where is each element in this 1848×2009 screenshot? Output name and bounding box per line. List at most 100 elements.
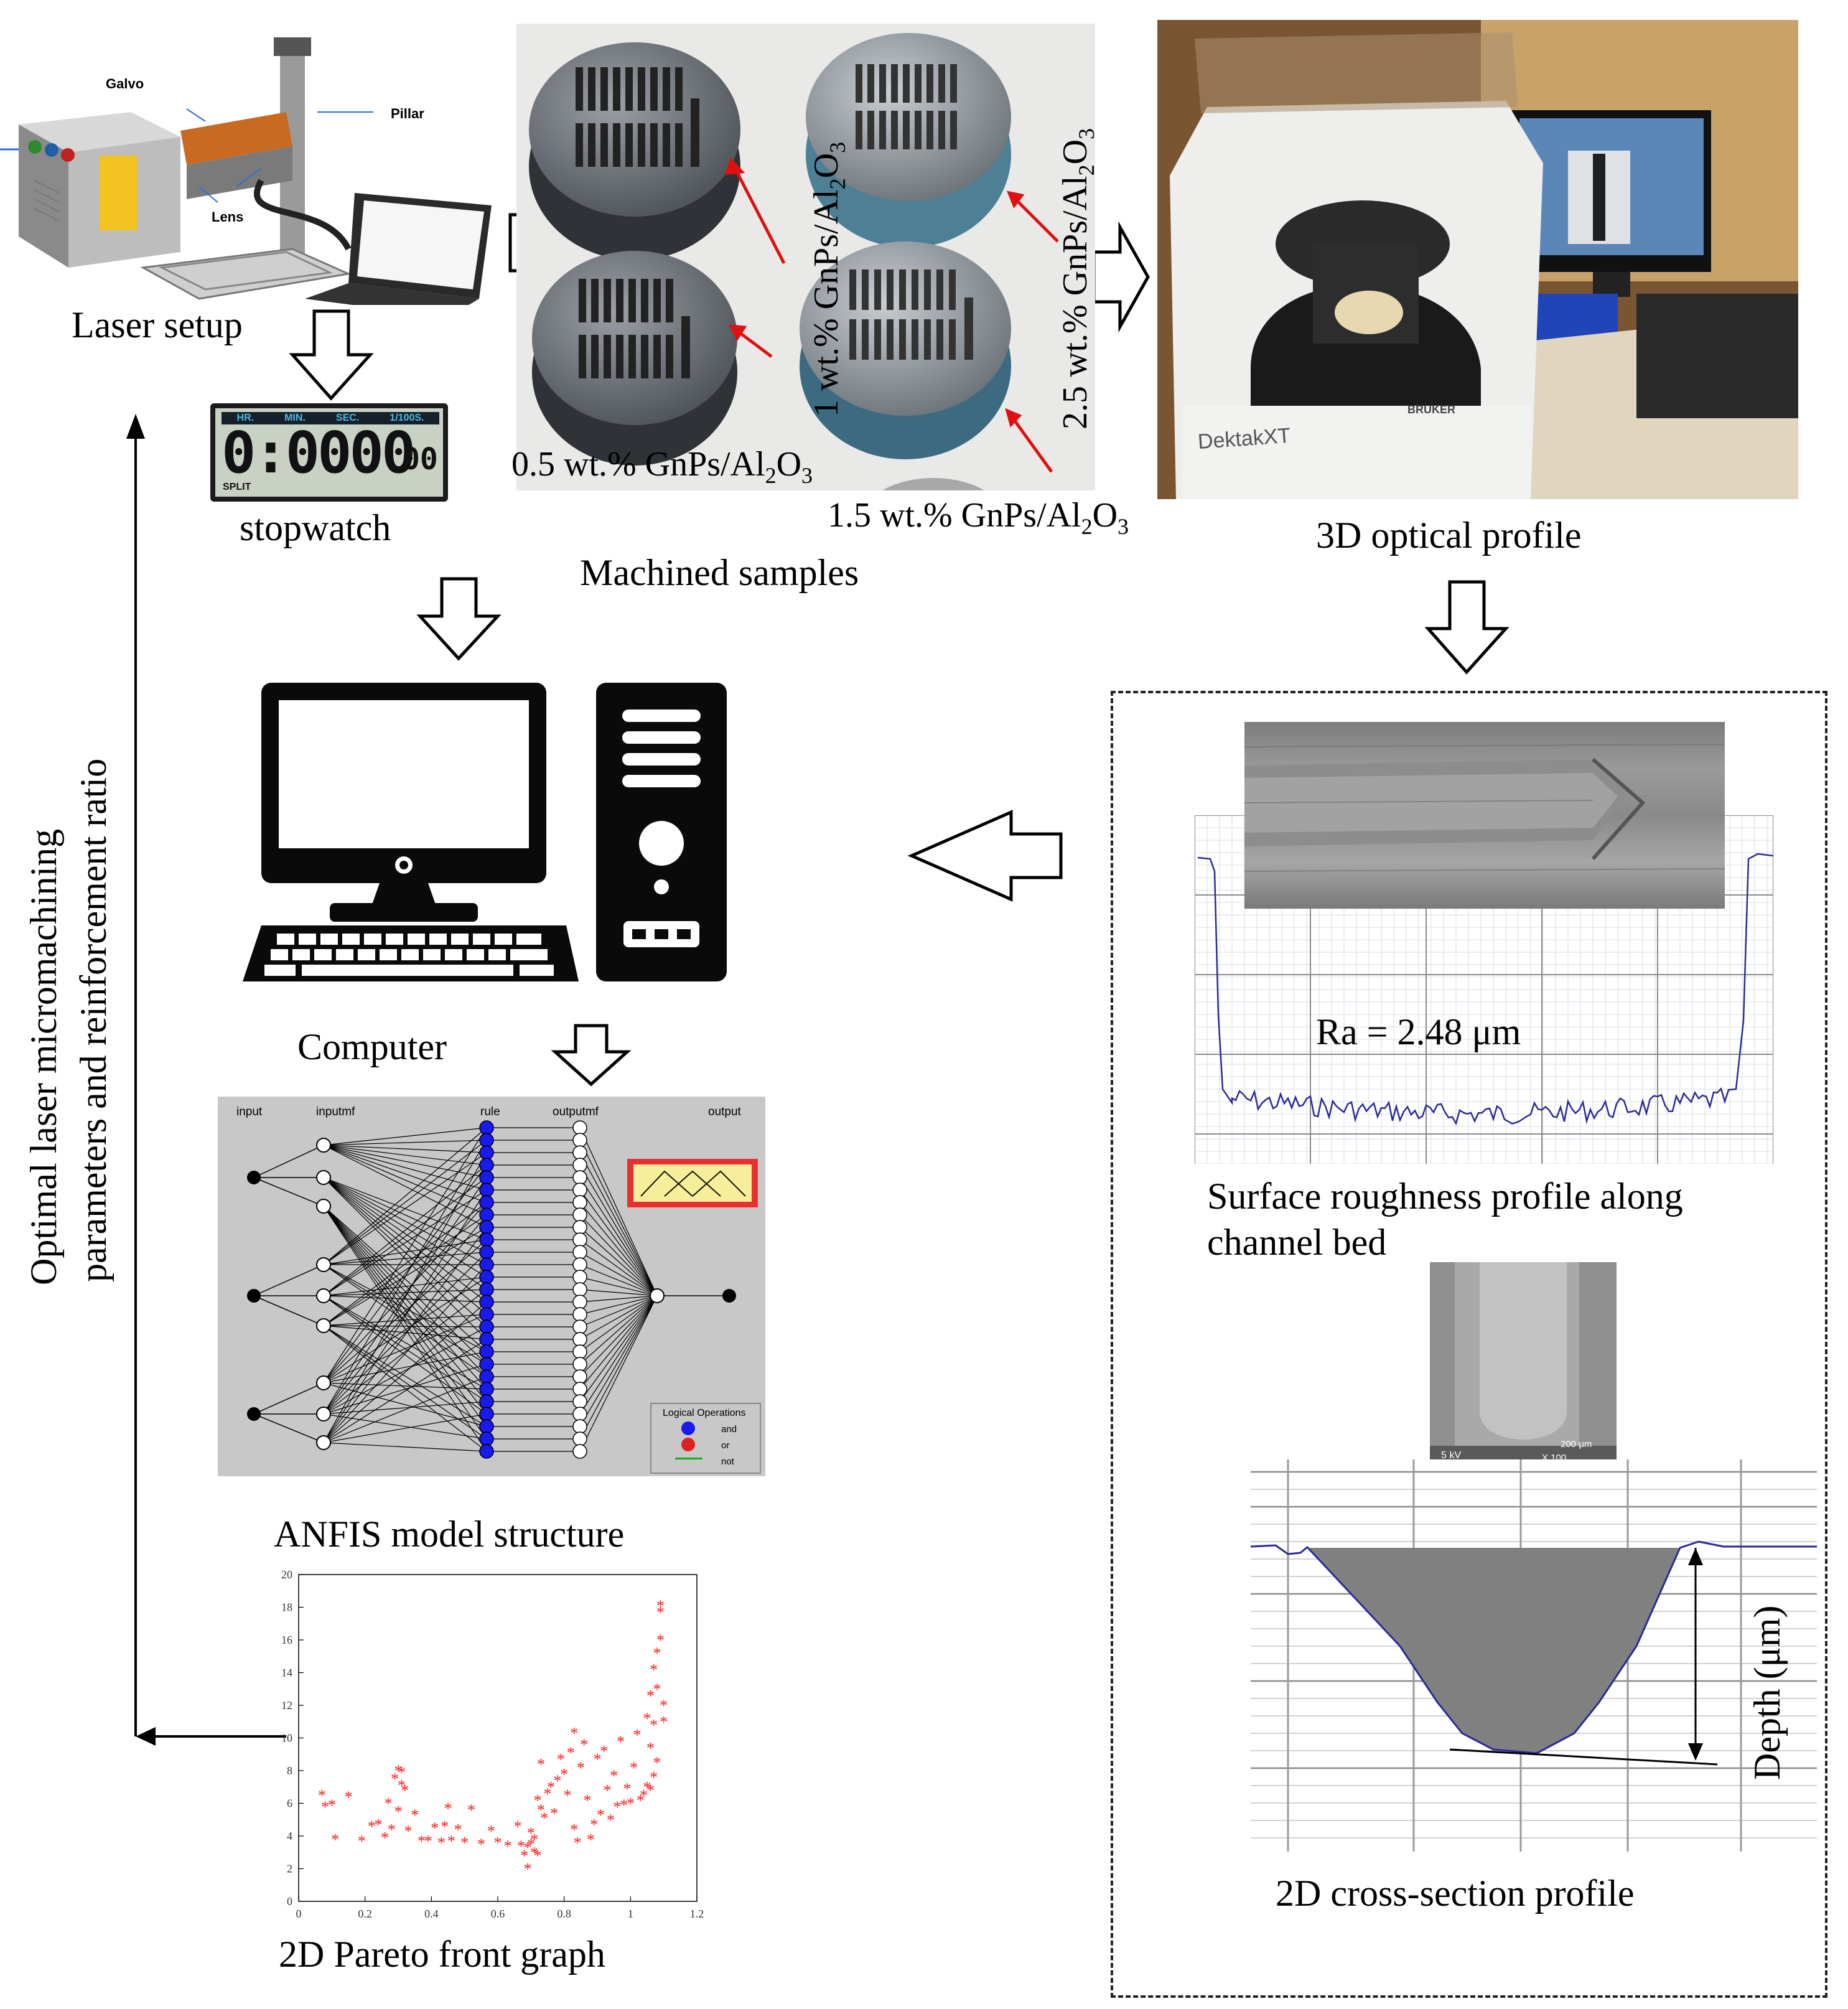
- pareto-point: *: [368, 1817, 376, 1835]
- pareto-point: *: [441, 1817, 449, 1835]
- pareto-point: *: [650, 1716, 658, 1735]
- optical-profile-caption: 3D optical profile: [1316, 515, 1582, 556]
- machined-samples-caption: Machined samples: [580, 552, 859, 593]
- pareto-point: *: [600, 1743, 608, 1761]
- anfis-inputmf-label: inputmf: [316, 1105, 355, 1118]
- pareto-point: *: [527, 1835, 535, 1853]
- pareto-point: *: [650, 1769, 658, 1787]
- pareto-point: *: [656, 1631, 665, 1649]
- arrow-head-up: [126, 414, 145, 439]
- anfis-rule-node: [479, 1195, 494, 1210]
- sample-label-1wt-o: O: [807, 152, 846, 179]
- depth-arrow-bottom: [1688, 1743, 1703, 1761]
- legend-and: and: [721, 1424, 737, 1435]
- laser-setup-caption: Laser setup: [72, 304, 243, 345]
- side-label-line2: parameters and reinforcement ratio: [73, 758, 114, 1282]
- pareto-point: *: [487, 1822, 495, 1840]
- sample-label-1wt-sub2: 2: [825, 178, 851, 190]
- computer-caption: Computer: [297, 1026, 447, 1067]
- pareto-point: *: [554, 1772, 562, 1790]
- anfis-input-node: [247, 1407, 261, 1421]
- sample-label-15wt-sub3: 3: [1118, 514, 1129, 540]
- pareto-point: *: [331, 1830, 339, 1848]
- pareto-point: *: [385, 1795, 393, 1813]
- laser-setup-photo: [0, 37, 510, 317]
- sample-label-25wt-o: O: [1056, 139, 1094, 165]
- side-label-line1: Optimal laser micromachining: [23, 828, 64, 1285]
- pareto-x-tick-label: 0.8: [557, 1908, 571, 1920]
- sample-label-05wt-text: 0.5 wt.% GnPs/Al: [511, 445, 765, 484]
- sample-label-15wt-text: 1.5 wt.% GnPs/Al: [828, 496, 1081, 535]
- anfis-rule-node: [479, 1133, 494, 1148]
- sample-label-15wt-sub2: 2: [1081, 514, 1093, 540]
- anfis-rule-node: [479, 1357, 494, 1372]
- anfis-outputmf-node: [572, 1357, 587, 1372]
- pareto-point: *: [524, 1838, 532, 1857]
- stopwatch: HR. MIN. SEC. 1/100S. 0:0000 00 SPLIT: [210, 403, 448, 502]
- arrow-down-1: [289, 309, 374, 401]
- pareto-point: *: [617, 1733, 625, 1751]
- computer-icon: [243, 683, 727, 981]
- sample-label-25wt-sub3: 3: [1074, 128, 1099, 139]
- pareto-point: *: [637, 1791, 645, 1809]
- pareto-point: *: [643, 1710, 651, 1728]
- pareto-point: *: [620, 1796, 628, 1814]
- depth-arrow-top: [1688, 1548, 1703, 1565]
- pareto-x-tick-label: 1: [628, 1908, 633, 1920]
- pareto-point: *: [398, 1777, 406, 1795]
- anfis-rule-node: [479, 1431, 494, 1446]
- anfis-outputmf-node: [572, 1270, 587, 1285]
- profiler-maker: BRUKER: [1407, 403, 1456, 416]
- pareto-point: *: [375, 1816, 383, 1834]
- anfis-mf-icon: [627, 1159, 758, 1207]
- cross-section-chart: [1251, 1459, 1817, 1852]
- pareto-point: *: [460, 1834, 469, 1852]
- pareto-y-tick-label: 6: [287, 1797, 292, 1810]
- anfis-outputmf-node: [572, 1145, 587, 1160]
- pareto-point: *: [587, 1830, 595, 1848]
- sem-channel-image: [1244, 722, 1725, 909]
- pareto-point: *: [646, 1782, 655, 1800]
- pareto-point: *: [653, 1680, 661, 1698]
- anfis-outputmf-node: [572, 1332, 587, 1347]
- pareto-point: *: [321, 1798, 329, 1816]
- anfis-outputmf-label: outputmf: [553, 1105, 599, 1118]
- anfis-inputmf-node: [316, 1435, 331, 1450]
- pareto-point: *: [534, 1791, 542, 1809]
- pareto-point: *: [477, 1835, 485, 1853]
- pareto-point: *: [391, 1770, 399, 1788]
- pareto-point: *: [530, 1843, 538, 1861]
- pareto-point: *: [328, 1796, 336, 1814]
- anfis-rule-node: [479, 1158, 494, 1173]
- sample-label-15wt: 1.5 wt.% GnPs/Al2O3: [828, 498, 1129, 538]
- anfis-rule-node: [479, 1382, 494, 1397]
- anfis-outputmf-node: [572, 1158, 587, 1173]
- anfis-inputmf-node: [316, 1375, 331, 1390]
- sem-scale: 200 μm: [1561, 1439, 1592, 1449]
- legend-and-dot: [681, 1421, 695, 1435]
- anfis-inputmf-node: [316, 1318, 331, 1333]
- anfis-outputmf-node: [572, 1182, 587, 1197]
- arrow-head-left: [136, 1727, 156, 1746]
- machined-samples-photo: [516, 24, 1095, 490]
- pareto-point: *: [540, 1809, 548, 1827]
- pareto-point: *: [557, 1751, 565, 1769]
- anfis-input-node: [247, 1289, 261, 1303]
- pareto-point: *: [381, 1829, 389, 1847]
- depth-baseline: [1449, 1748, 1718, 1766]
- pareto-point: *: [537, 1756, 545, 1774]
- pareto-point: *: [504, 1837, 512, 1855]
- cross-section-line: [1251, 1540, 1817, 1754]
- sample-label-1wt-sub3: 3: [825, 141, 851, 153]
- anfis-outputmf-node: [572, 1407, 587, 1421]
- anfis-rule-node: [479, 1207, 494, 1222]
- pareto-y-tick-label: 18: [281, 1601, 292, 1614]
- pareto-point: *: [660, 1713, 668, 1731]
- pareto-point: *: [656, 1597, 665, 1615]
- anfis-outputmf-node: [572, 1307, 587, 1322]
- stopwatch-min: MIN.: [284, 413, 306, 423]
- arrow-down-3: [1424, 580, 1510, 675]
- anfis-outputmf-node: [572, 1245, 587, 1260]
- sample-label-1wt-text: 1 wt.% GnPs/Al: [807, 189, 846, 417]
- pareto-x-tick-label: 0.4: [424, 1908, 439, 1920]
